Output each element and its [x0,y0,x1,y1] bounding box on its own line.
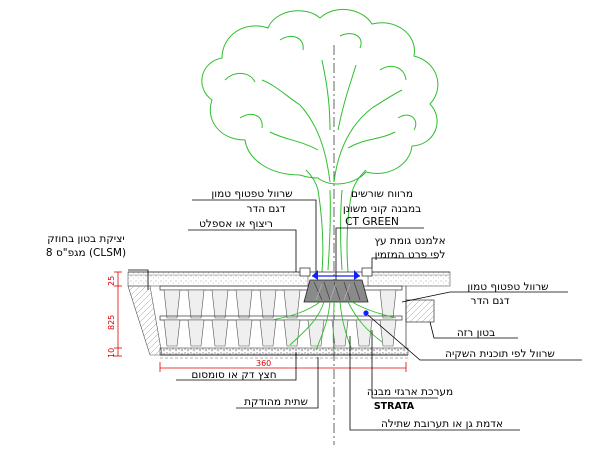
dim-cell-height: 825 [107,315,116,330]
cell-column [163,319,181,347]
cell-column [379,289,397,319]
label-drip-right-1: שרוול טפטוף טמון [467,281,548,293]
cell-column [235,289,253,319]
label-irrigation-sleeve: שרוול לפי תוכנית השקיה [445,348,555,360]
label-subgrade: שתית מהודקת [244,396,308,408]
dim-base-layer: 10 [107,348,116,358]
cell-column [211,289,229,319]
gravel-layer [159,347,409,356]
cell-column [283,319,301,347]
clsm-slope [127,285,163,356]
label-cell-system-strata: STRATA [374,401,415,412]
cell-column [331,319,349,347]
label-root-barrier: שרוול טפטוף טמון [211,188,292,200]
label-drip-right-2: דגם הדר [471,295,510,307]
label-root-space-1: מרווח שורשים [351,188,413,200]
tree-canopy [201,8,439,185]
label-tree-guard-2: לפי פרט המזמין [375,249,446,261]
cell-deck [159,315,403,321]
pavement-band [127,271,451,287]
label-root-space-3: CT GREEN [345,216,399,228]
cell-column [259,289,277,319]
leader-lines [128,199,582,431]
roots [271,301,397,353]
tree-guard-left [299,267,311,277]
label-clsm-2: 8 מגפ"ס (CLSM) [46,247,126,259]
conical-root-cell [303,279,369,303]
cell-column [283,289,301,319]
cell-column [379,319,397,347]
label-clsm-1: יציקת בטון בחוזק [47,233,124,245]
cell-column [355,319,373,347]
cell-deck [159,285,403,291]
label-root-space-2: במבנה קוני משונן [343,203,421,215]
labels: שרוול טפטוף טמון דגם הדר ריצוף או אספלט … [46,188,555,430]
label-gravel: חצץ דק או סומסום [191,369,276,381]
dim-top-layer: 25 [107,276,116,286]
label-tree-guard-1: אלמנט גומת עץ [374,235,445,247]
label-cell-system: מערכת ארגזי מבנה [367,386,453,398]
label-paving: ריצוף או אספלט [199,218,273,230]
cell-column [307,319,325,347]
cell-column [235,319,253,347]
label-soil-mix: אדמת גן או תערובת שתילה [381,418,503,430]
cell-column [259,319,277,347]
dimensions: 360 25 825 10 [107,271,407,372]
strata-cells [159,285,403,347]
lean-concrete-block [405,299,435,323]
label-root-barrier-sub: דגם הדר [247,203,286,215]
label-lean-concrete: בטון רזה [457,327,495,339]
cell-column [187,289,205,319]
cell-column [163,289,181,319]
cell-column [211,319,229,347]
cell-column [187,319,205,347]
dim-width: 360 [256,359,271,368]
tree-guard-right [361,267,373,277]
